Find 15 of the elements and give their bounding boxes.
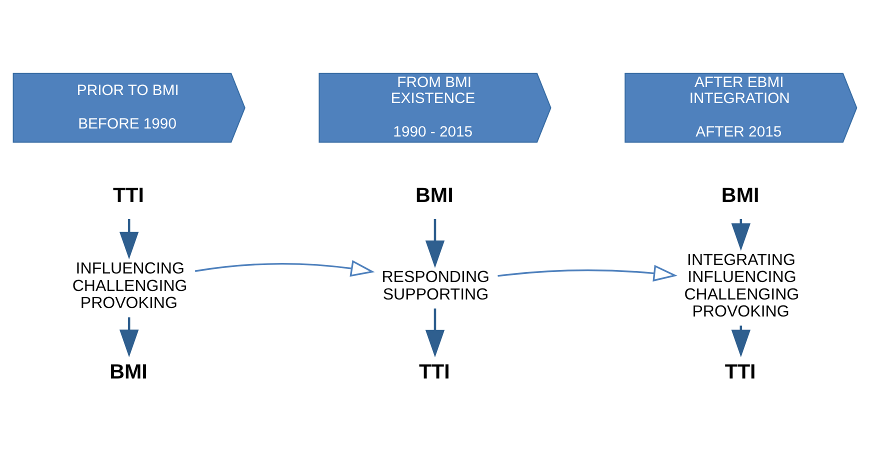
arrow (425, 218, 445, 268)
node-text: BMI (110, 360, 148, 384)
node-text: TTI (724, 360, 756, 384)
arrow (119, 218, 139, 259)
arrow (119, 316, 139, 357)
node-text: BMI (721, 184, 760, 207)
arrow (498, 264, 678, 282)
arrow (194, 260, 375, 276)
node-text: TTI (418, 360, 450, 384)
node-text: TTI (113, 184, 144, 207)
node-text: INTEGRATING INFLUENCING CHALLENGING PROVOKING (684, 250, 800, 320)
node-text: RESPONDING SUPPORTING (382, 268, 490, 303)
arrow (425, 308, 445, 357)
node-text: INFLUENCING CHALLENGING PROVOKING (72, 259, 188, 312)
node-text: BMI (416, 184, 454, 207)
